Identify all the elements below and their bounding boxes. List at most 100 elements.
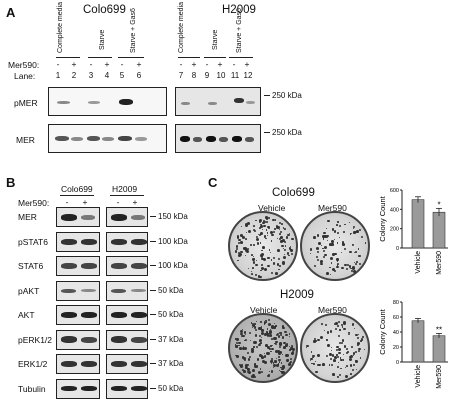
colony-dot <box>251 348 254 351</box>
colony-dot <box>340 323 343 326</box>
colony-dot <box>260 336 263 339</box>
colony-dot <box>234 343 237 346</box>
band <box>111 238 127 245</box>
colony-dot <box>290 346 294 350</box>
colony-dot <box>255 263 258 267</box>
colony-dot <box>240 363 243 366</box>
colony-dot <box>239 240 243 244</box>
colony-dot <box>331 267 335 271</box>
colony-dot <box>270 240 273 242</box>
colony-dot <box>284 227 286 230</box>
colony-dot <box>281 365 285 369</box>
row-label-pmer: pMER <box>14 98 38 108</box>
colony-dot <box>342 326 344 328</box>
colony-dot <box>253 363 257 366</box>
blot-pmer-h2009 <box>175 87 261 116</box>
colony-dot <box>340 341 344 345</box>
band <box>81 289 96 292</box>
colony-dot <box>352 369 355 372</box>
colony-dot <box>236 248 239 251</box>
colony-dot <box>350 269 353 273</box>
category-label: Mer590 <box>436 365 443 389</box>
colony-dot <box>246 351 249 354</box>
colony-dot <box>249 332 252 335</box>
colony-dot <box>276 364 280 368</box>
colony-dot <box>280 362 283 365</box>
colony-dot <box>238 363 241 367</box>
condition-label-complete-media: Complete media <box>57 2 64 53</box>
colony-dot <box>339 224 342 227</box>
colony-dot <box>271 363 273 365</box>
colony-dot <box>269 230 273 234</box>
colony-dot <box>263 234 267 238</box>
lane-number: 5 <box>119 71 125 80</box>
colony-dot <box>291 346 294 349</box>
colony-dot <box>259 367 262 370</box>
colony-dot <box>291 352 294 355</box>
colony-dot <box>252 258 256 261</box>
colony-dot <box>311 362 313 365</box>
colony-dot <box>329 358 333 361</box>
lane-number: 12 <box>243 71 253 80</box>
colony-dot <box>288 247 292 251</box>
colony-dot <box>280 231 283 234</box>
colony-dot <box>268 370 271 373</box>
colony-dot <box>235 338 237 340</box>
colony-dot <box>312 236 316 240</box>
colony-dot <box>267 374 270 378</box>
colony-dot <box>238 253 241 257</box>
colony-dot <box>274 342 276 344</box>
colony-dot <box>243 359 246 362</box>
lane-number: 6 <box>136 71 142 80</box>
band <box>88 101 100 104</box>
bar <box>411 320 425 363</box>
colony-dot <box>356 229 359 233</box>
colony-dot <box>237 344 240 347</box>
band <box>245 137 254 142</box>
colony-dot <box>278 222 281 225</box>
colony-dot <box>275 340 278 343</box>
colony-dot <box>254 274 257 277</box>
blot-b <box>106 280 148 301</box>
colony-dot <box>275 333 279 337</box>
colony-dot <box>260 370 264 374</box>
colony-dot <box>336 375 338 377</box>
panel-a-treatment-label: Mer590: <box>8 60 40 70</box>
colony-dot <box>337 231 340 234</box>
colony-dot <box>343 353 345 355</box>
colony-dot <box>320 262 324 266</box>
colony-dot <box>325 354 329 358</box>
colony-dot <box>265 229 268 231</box>
colony-dot <box>279 369 281 371</box>
row-label-b: MER <box>18 212 37 222</box>
colony-dot <box>319 261 321 264</box>
colony-dot <box>264 360 268 364</box>
y-tick-label: 40 <box>393 330 399 336</box>
colony-dot <box>263 225 266 228</box>
colony-dot <box>281 370 285 374</box>
colony-dot <box>255 219 257 221</box>
colony-dot <box>356 261 358 263</box>
colony-dot <box>282 354 284 356</box>
colony-dot <box>280 334 283 337</box>
colony-dot <box>314 337 317 340</box>
colony-dot <box>240 226 242 228</box>
colony-dot <box>251 324 255 328</box>
colony-dot <box>274 342 278 346</box>
mw-marker-b: 50 kDa <box>150 384 183 393</box>
colony-dot <box>326 339 328 341</box>
colony-dot <box>332 354 335 357</box>
colony-dot <box>260 256 263 259</box>
band <box>57 101 70 104</box>
colony-dot <box>341 251 343 253</box>
colony-dot <box>278 258 281 261</box>
colony-dot <box>235 355 237 357</box>
colony-dot <box>265 237 267 239</box>
colony-dot <box>277 363 280 366</box>
colony-dot <box>351 323 355 326</box>
colony-dot <box>278 331 281 334</box>
colony-dot <box>254 328 257 332</box>
colony-dot <box>265 321 268 323</box>
colony-dot <box>237 259 239 262</box>
colony-dot <box>251 327 254 329</box>
